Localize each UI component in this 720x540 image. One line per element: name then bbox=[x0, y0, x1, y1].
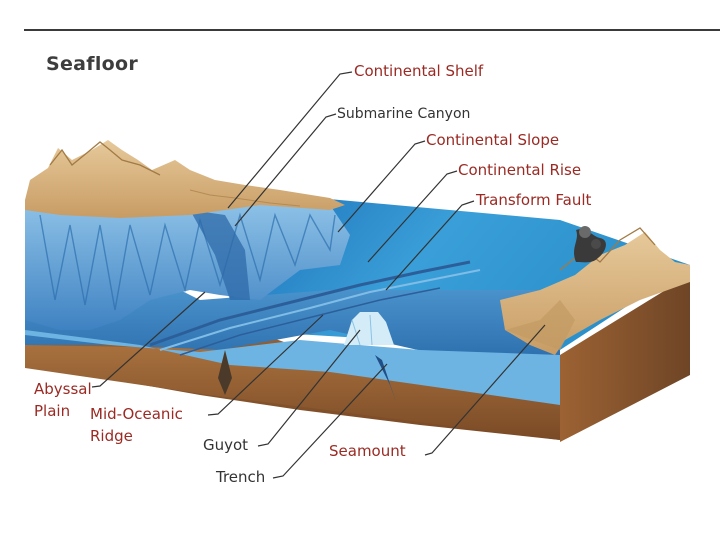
label-abyssal-plain-line2: Plain bbox=[34, 402, 71, 420]
volcano-plume bbox=[574, 226, 606, 263]
label-trench: Trench bbox=[216, 468, 266, 486]
label-leader-lines bbox=[91, 71, 546, 479]
label-guyot: Guyot bbox=[203, 436, 249, 454]
label-abyssal-plain-line1: Abyssal bbox=[34, 380, 92, 398]
label-seamount: Seamount bbox=[329, 442, 406, 460]
label-continental-slope: Continental Slope bbox=[426, 131, 560, 149]
label-transform-fault: Transform Fault bbox=[476, 191, 592, 209]
abyssal-floor bbox=[25, 250, 560, 405]
label-submarine-canyon: Submarine Canyon bbox=[337, 106, 471, 122]
guyot-shape bbox=[344, 312, 394, 346]
mid-oceanic-ridge-and-faults bbox=[149, 260, 481, 395]
label-continental-shelf: Continental Shelf bbox=[354, 62, 484, 80]
top-rule bbox=[24, 29, 720, 31]
continental-shelf-land bbox=[25, 140, 345, 218]
label-mid-oceanic-ridge-line1: Mid-Oceanic bbox=[90, 405, 183, 423]
label-continental-rise: Continental Rise bbox=[458, 161, 582, 179]
label-mid-oceanic-ridge-line2: Ridge bbox=[90, 427, 133, 445]
diagram-title: Seafloor bbox=[46, 53, 139, 75]
crust-side-face bbox=[560, 275, 690, 442]
continental-slope-cliffs bbox=[25, 200, 350, 330]
